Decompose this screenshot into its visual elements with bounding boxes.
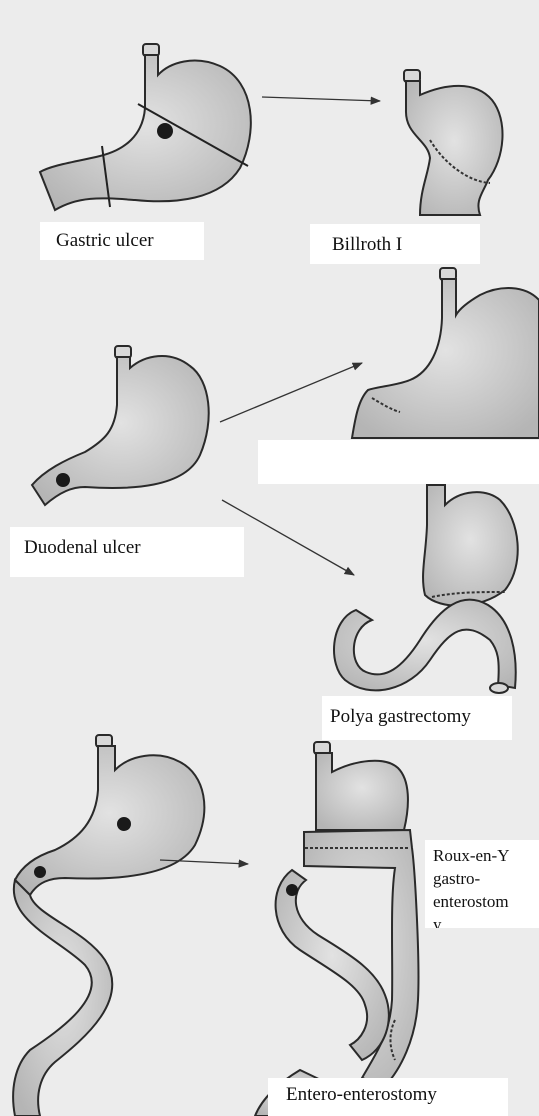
arrow-to-billroth (262, 97, 380, 101)
arrow-to-upper-result (220, 363, 362, 422)
entero-text: Entero-enterostomy (286, 1084, 508, 1106)
gastric-ulcer-label: Gastric ulcer (40, 222, 204, 260)
before-roux-intestine (13, 880, 112, 1116)
gastric-ulcer-spot (157, 123, 173, 139)
polya-loop-end (490, 683, 508, 693)
before-roux-ulcer-1 (117, 817, 131, 831)
roux-ulcer (286, 884, 298, 896)
roux-text-line-4: y (433, 913, 539, 928)
upper-result-stomach (352, 268, 539, 438)
polya-text: Polya gastrectomy (330, 706, 512, 728)
blank-label-box (258, 440, 539, 484)
billroth-stomach (404, 70, 503, 215)
billroth-text: Billroth I (332, 234, 480, 256)
roux-biliopancreatic-limb (276, 870, 389, 1060)
roux-stomach (314, 742, 408, 830)
billroth-label: Billroth I (310, 224, 480, 264)
duodenal-ulcer-label: Duodenal ulcer (10, 527, 244, 577)
roux-text-line-1: Roux-en-Y (433, 844, 539, 867)
roux-text-line-3: enterostom (433, 890, 539, 913)
gastric-ulcer-stomach (40, 44, 251, 210)
polya-stomach (423, 485, 518, 606)
roux-label: Roux-en-Y gastro- enterostom y (425, 840, 539, 928)
gastric-ulcer-text: Gastric ulcer (56, 230, 204, 252)
entero-label: Entero-enterostomy (268, 1078, 508, 1116)
duodenal-ulcer-spot (56, 473, 70, 487)
polya-jejunal-loop (334, 600, 516, 691)
polya-label: Polya gastrectomy (322, 696, 512, 740)
before-roux-ulcer-2 (34, 866, 46, 878)
duodenal-ulcer-text: Duodenal ulcer (24, 537, 244, 559)
roux-text-line-2: gastro- (433, 867, 539, 890)
